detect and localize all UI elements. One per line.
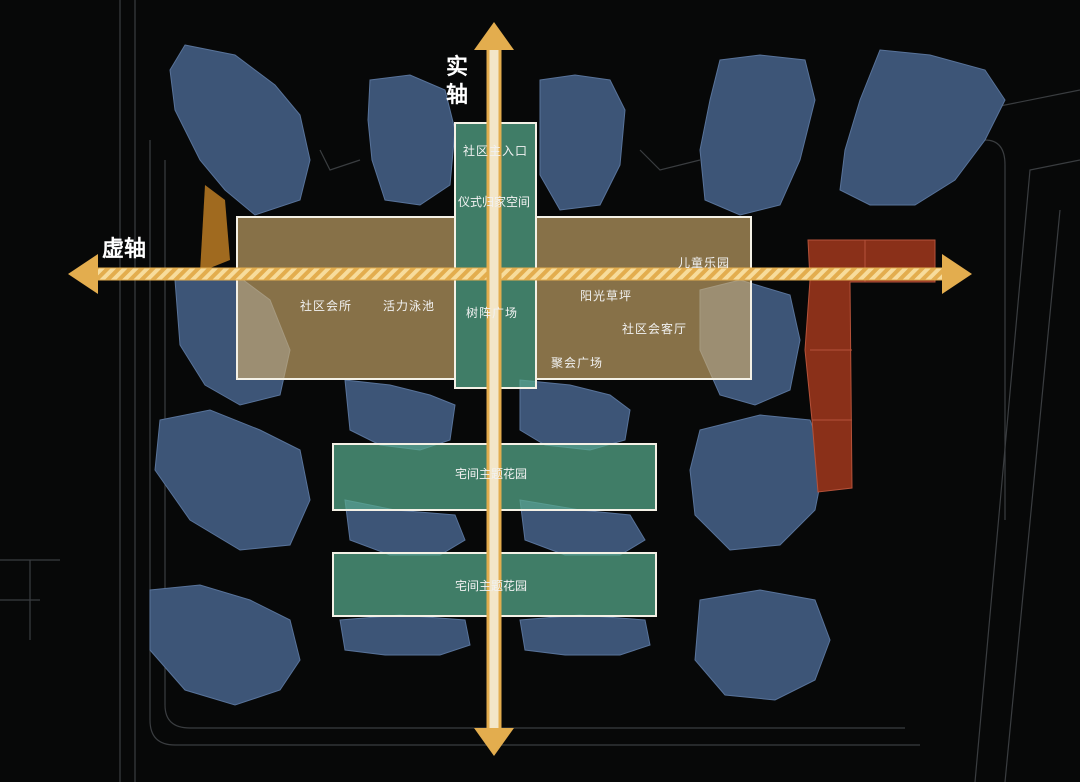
residential-buildings [149, 44, 1006, 706]
building-tower [694, 589, 831, 701]
label-kids-play: 儿童乐园 [678, 256, 731, 270]
zone-clubhouse-pool [236, 216, 456, 380]
building-tower [519, 614, 651, 656]
real-axis-title: 实轴 [446, 55, 469, 108]
commercial-building [804, 239, 936, 493]
building-tower [839, 49, 1006, 206]
label-main-entrance: 社区主入口 [463, 144, 529, 158]
building-tower [169, 44, 311, 216]
label-garden-1: 宅间主题花园 [455, 467, 528, 481]
building-tower [539, 74, 626, 211]
label-tree-plaza: 树阵广场 [466, 306, 519, 320]
building-tower [149, 584, 301, 706]
label-pool: 活力泳池 [383, 299, 436, 313]
label-sunny-lawn: 阳光草坪 [580, 289, 633, 303]
zone-entrance-spine [454, 122, 537, 389]
zone-lawn-lounge [535, 216, 752, 380]
virtual-axis-title: 虚轴 [102, 237, 147, 262]
building-tower [367, 74, 456, 206]
label-clubhouse: 社区会所 [300, 299, 353, 313]
building-tower [344, 379, 456, 451]
amber-wedge [200, 185, 230, 272]
building-tower [699, 54, 816, 216]
label-community-lounge: 社区会客厅 [622, 322, 688, 336]
building-tower [689, 414, 826, 551]
building-tower [339, 614, 471, 656]
label-gathering-plaza: 聚会广场 [551, 356, 604, 370]
building-tower [154, 409, 311, 551]
label-garden-2: 宅间主题花园 [455, 579, 528, 593]
building-tower [519, 379, 631, 451]
label-ceremonial-homecoming: 仪式归家空间 [458, 195, 531, 209]
